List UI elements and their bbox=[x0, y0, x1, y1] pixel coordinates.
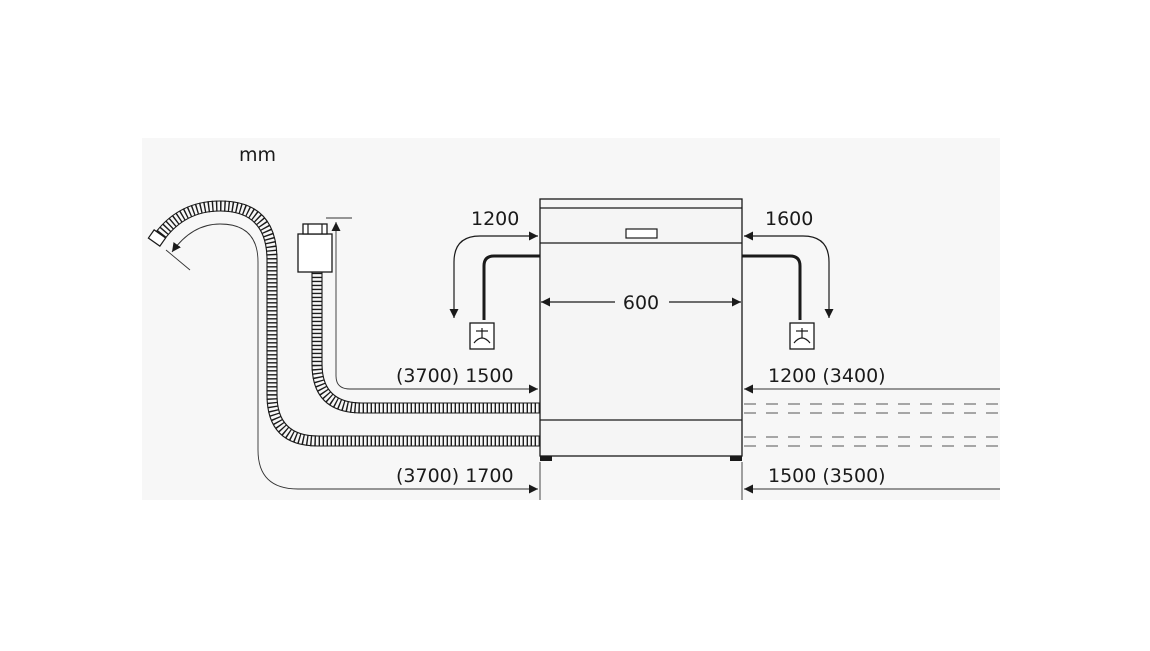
unit-label: mm bbox=[239, 144, 276, 166]
drain-hose-end-icon bbox=[147, 229, 191, 271]
drain-hose-reach-left: (3700) 1700 bbox=[171, 223, 541, 500]
drain-reach-left: 1200 bbox=[449, 208, 538, 318]
drain-right-label: 1600 bbox=[765, 208, 813, 230]
inlet-reach-right: 1200 (3400) bbox=[744, 365, 1000, 394]
inlet-hose bbox=[311, 272, 540, 414]
width-label: 600 bbox=[623, 292, 659, 314]
width-dimension: 600 bbox=[541, 292, 741, 314]
inlet-right-label: 1200 (3400) bbox=[768, 365, 886, 387]
inlet-left-label: (3700) 1500 bbox=[396, 365, 514, 387]
drain-reach-right: 1600 bbox=[744, 208, 834, 318]
water-tap-icon-right bbox=[789, 322, 815, 350]
hose-extension-dashes bbox=[744, 403, 1000, 447]
drain-hose-left-label: (3700) 1700 bbox=[396, 465, 514, 487]
control-display bbox=[625, 228, 658, 239]
dishwasher-body bbox=[539, 198, 743, 461]
drain-left-label: 1200 bbox=[471, 208, 519, 230]
drain-hose-reach-right: 1500 (3500) bbox=[741, 462, 1000, 500]
foot-right bbox=[730, 456, 742, 461]
water-tap-icon-left bbox=[469, 322, 495, 350]
cable-left bbox=[482, 254, 540, 320]
drain-hose-right-label: 1500 (3500) bbox=[768, 465, 886, 487]
cable-right bbox=[742, 254, 802, 320]
inlet-reach-left: (3700) 1500 bbox=[326, 217, 538, 394]
foot-left bbox=[540, 456, 552, 461]
aquastop-valve-icon bbox=[297, 223, 333, 273]
